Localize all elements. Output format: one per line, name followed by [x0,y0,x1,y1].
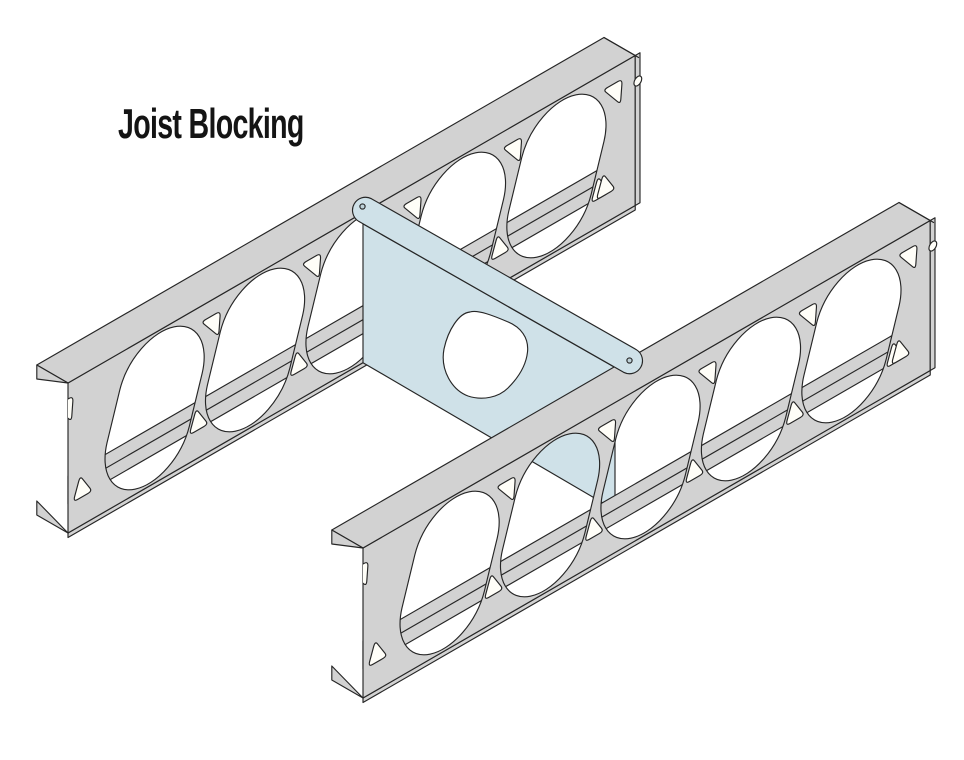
knockout-triangle [485,570,501,599]
knockout-triangle [900,244,917,276]
joist-web-plane [351,217,937,710]
knockout-triangle [892,335,908,364]
knockout-triangle [74,472,90,501]
cut-edge-notch-hole [634,74,642,88]
joist-cut-edge [635,53,640,206]
screw-hole [627,358,632,363]
knockout-triangle [699,360,716,392]
bottom-flange-fold-line [68,163,635,491]
knockout-triangle [799,302,816,334]
bottom-flange-end-lip [332,666,363,698]
diagram-title: Joist Blocking [118,100,304,147]
knockout-triangle [291,347,307,376]
knockout-triangle [586,512,602,541]
bottom-flange-edge-band [363,371,930,703]
joist-cut-edge [930,218,935,371]
knockout-triangle [599,418,616,450]
knockout-triangle [498,476,515,508]
top-flange-cut-thickness [899,203,934,223]
blocking-panel-flange-strip [353,197,643,373]
knockout-triangle [787,396,803,425]
knockout-triangle [404,195,421,227]
knockout-triangle [190,405,206,434]
knockout-triangle [68,396,73,428]
knockout-triangle [504,137,521,169]
top-flange-cut-thickness [604,38,639,58]
cut-edge-notch-hole [929,239,937,253]
knockout-triangle [492,231,508,260]
bottom-flange-end-lip [37,501,68,533]
bottom-flange-fold-line [363,328,930,656]
knockout-triangle [369,637,385,666]
knockout-triangle [597,170,613,199]
knockout-triangle [363,561,368,593]
knockout-triangle [304,253,321,285]
screw-hole [360,204,365,209]
top-flange-end-lip [37,365,68,383]
top-flange-end-lip [332,530,363,548]
knockout-triangles [363,244,917,677]
knockout-triangle [203,311,220,343]
knockout-triangle [605,79,622,111]
joist-near [332,203,937,710]
blocking-panel-flange [353,197,643,373]
knockout-triangle [686,454,702,483]
